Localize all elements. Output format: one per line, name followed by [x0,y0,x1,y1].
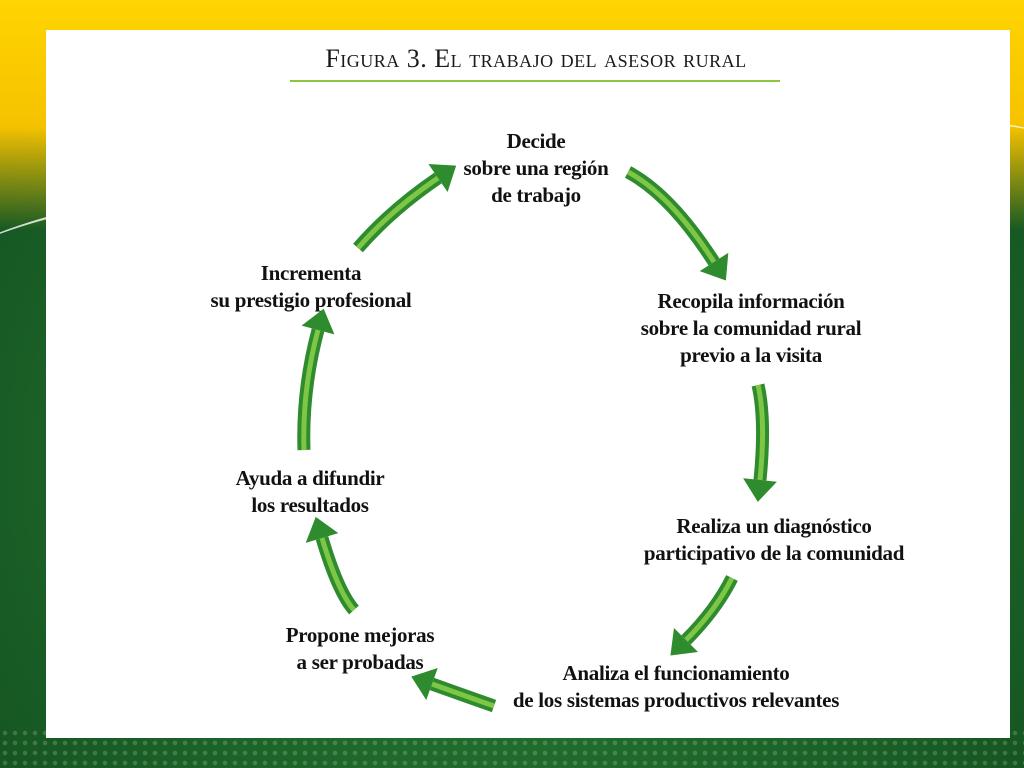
cycle-arrows [297,163,777,713]
step-decide-line-3: de trabajo [491,183,581,207]
step-recopila: Recopila información sobre la comunidad … [606,288,896,369]
step-ayuda: Ayuda a difundir los resultados [210,465,410,519]
arrow-analiza-to-propone [411,667,497,713]
diagram-panel: Figura 3. El trabajo del asesor rural De… [46,30,1010,738]
step-recopila-line-1: Recopila información [657,289,845,313]
step-ayuda-line-1: Ayuda a difundir [235,466,385,490]
step-analiza: Analiza el funcionamiento de los sistema… [476,660,876,714]
arrow-recopila-to-realiza [743,383,777,502]
step-ayuda-line-2: los resultados [251,493,369,517]
step-incrementa: Incrementa su prestigio profesional [186,260,436,314]
step-incrementa-line-2: su prestigio profesional [210,288,412,312]
step-decide-line-2: sobre una región [463,156,609,180]
arrow-propone-to-ayuda [305,516,360,615]
step-recopila-line-3: previo a la visita [680,343,822,367]
arrow-incrementa-to-decide [353,163,457,253]
step-recopila-line-2: sobre la comunidad rural [640,316,862,340]
step-propone: Propone mejoras a ser probadas [260,622,460,676]
arrow-ayuda-to-incrementa [297,308,335,451]
title-underline [290,80,780,82]
step-realiza: Realiza un diagnóstico participativo de … [604,513,944,567]
step-incrementa-line-1: Incrementa [260,261,362,285]
step-propone-line-2: a ser probadas [296,650,424,674]
step-analiza-line-2: de los sistemas productivos relevantes [512,688,840,712]
arrow-realiza-to-analiza [670,575,738,656]
step-decide: Decide sobre una región de trabajo [426,128,646,209]
step-realiza-line-2: participativo de la comunidad [643,541,905,565]
figure-title: Figura 3. El trabajo del asesor rural [325,44,747,73]
arrow-decide-to-recopila [624,166,729,281]
step-propone-line-1: Propone mejoras [285,623,435,647]
step-realiza-line-1: Realiza un diagnóstico [676,514,872,538]
step-decide-line-1: Decide [506,129,566,153]
step-analiza-line-1: Analiza el funcionamiento [562,661,790,685]
